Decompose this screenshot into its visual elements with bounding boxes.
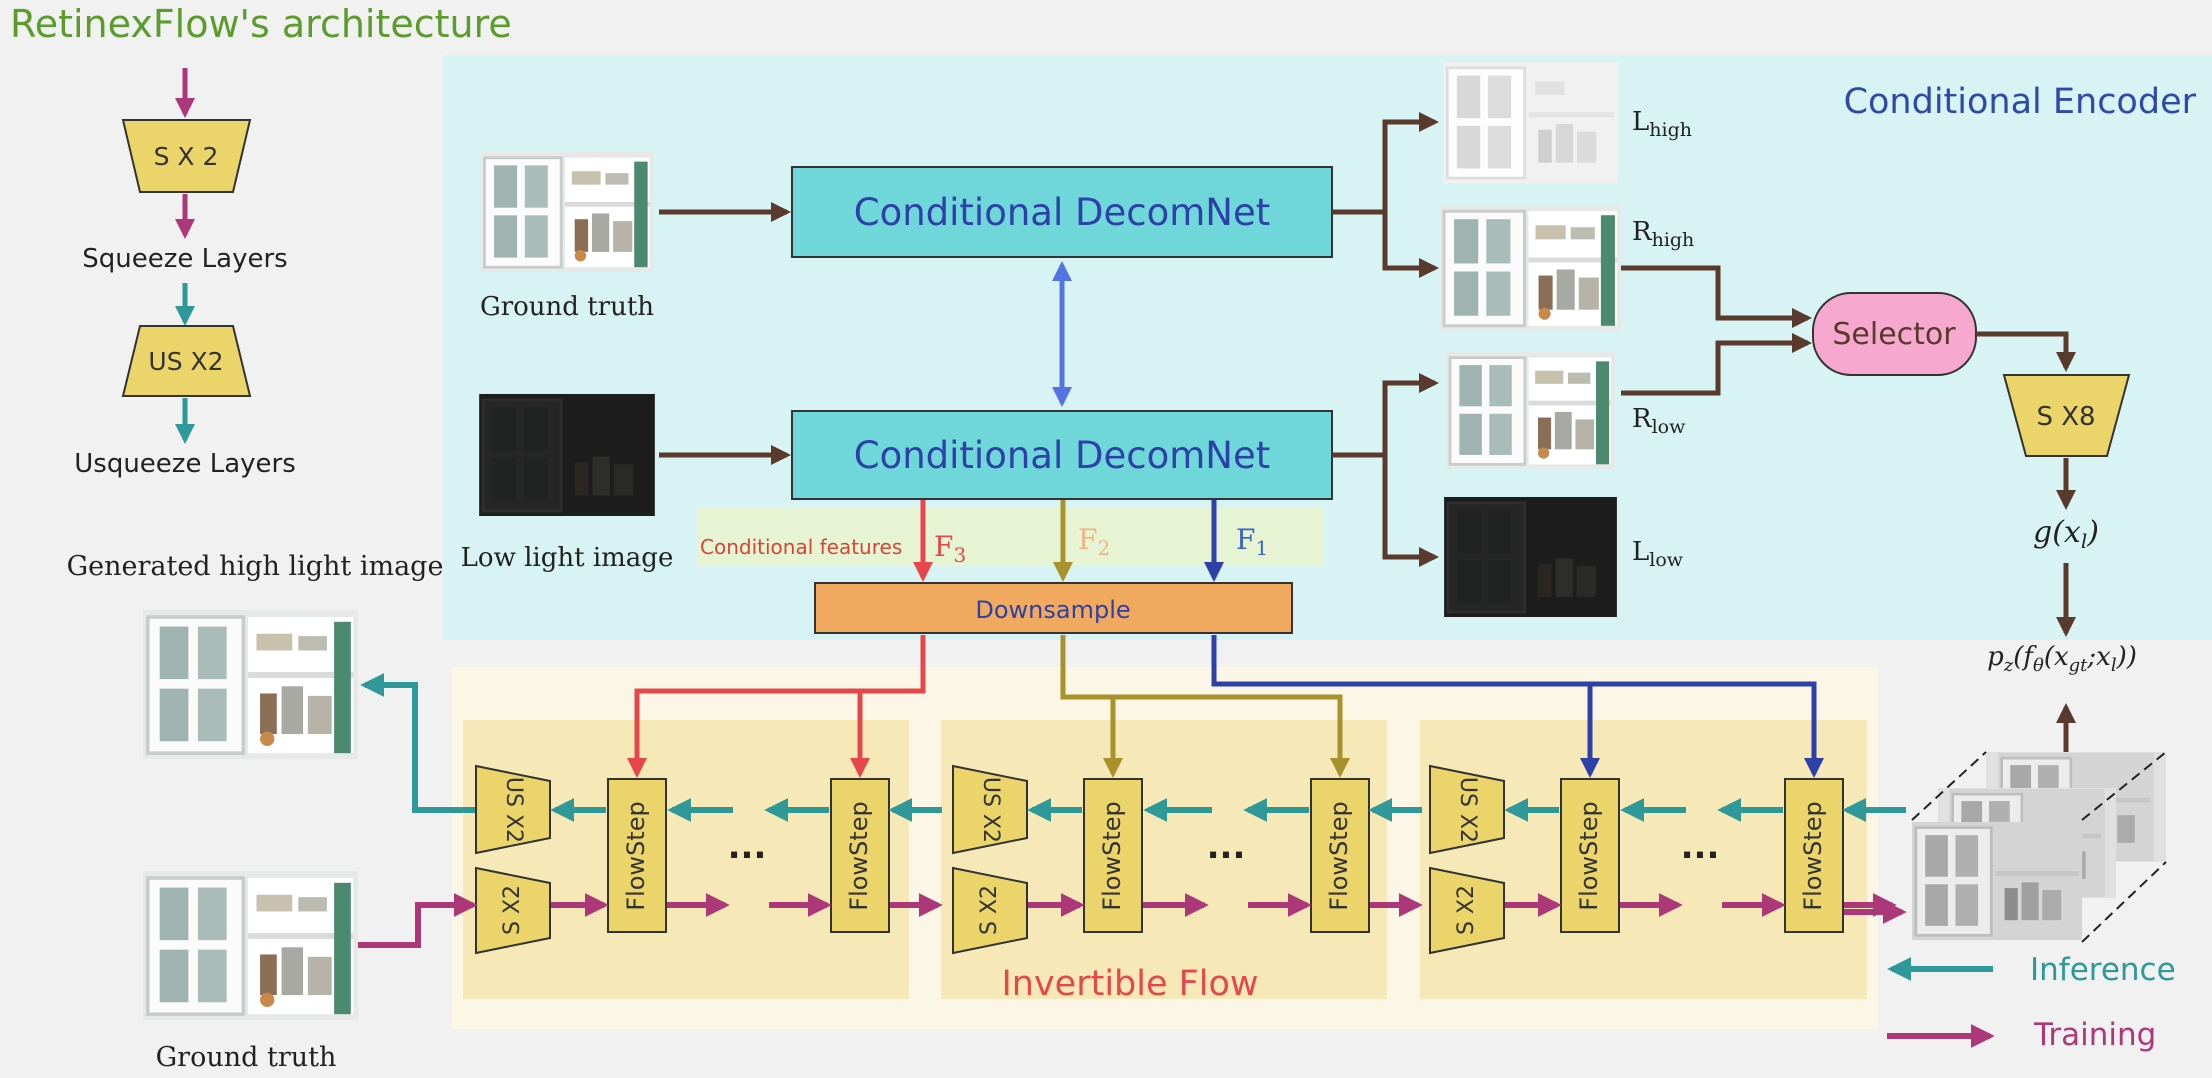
- flowstep-box: FlowStep: [1310, 778, 1370, 933]
- flowstep-label: FlowStep: [845, 801, 873, 910]
- legend-unsqueeze-box: US X2: [121, 325, 252, 397]
- s-x2-box: S X2: [1429, 866, 1505, 955]
- flowstep-box: FlowStep: [1784, 778, 1844, 933]
- arrow-to-lhigh: [1332, 112, 1439, 215]
- low-light-image: [477, 394, 657, 516]
- ellipsis: ...: [728, 827, 767, 867]
- flowstep-box: FlowStep: [830, 778, 890, 933]
- ground-truth-label: Ground truth: [480, 292, 654, 322]
- legend-squeeze-box-label: S X 2: [154, 142, 219, 171]
- l-high-label: Lhigh: [1632, 107, 1692, 141]
- conditional-features-label: Conditional features: [700, 535, 902, 559]
- left-ground-truth-label: Ground truth: [156, 1042, 337, 1073]
- f2-to-flowstep-4: [1063, 694, 1350, 778]
- us-x2-box: US X2: [475, 764, 551, 855]
- flowstep-label: FlowStep: [1799, 801, 1827, 910]
- flowstep-box: FlowStep: [1560, 778, 1620, 933]
- arrow-to-llow: [1382, 455, 1439, 567]
- flowstep-box: FlowStep: [607, 778, 667, 933]
- decomnet-bottom-label: Conditional DecomNet: [854, 434, 1271, 477]
- l-low-label: Llow: [1632, 537, 1684, 571]
- legend-squeeze-label: Squeeze Layers: [82, 244, 287, 274]
- r-high-label: Rhigh: [1632, 217, 1694, 251]
- downsample-label: Downsample: [975, 596, 1130, 624]
- us-x2-label: US X2: [978, 777, 1003, 843]
- arrow-rhigh-to-selector: [1621, 265, 1812, 328]
- ellipsis: ...: [1207, 827, 1246, 867]
- decomnet-top: Conditional DecomNet: [791, 166, 1333, 258]
- r-high-image: [1440, 204, 1621, 332]
- decomnet-top-label: Conditional DecomNet: [854, 191, 1271, 234]
- legend-unsqueeze-box-label: US X2: [148, 347, 223, 376]
- legend-inference-label: Inference: [2030, 952, 2176, 988]
- sx8-trapezoid: S X8: [2002, 374, 2131, 457]
- latent-stack: [1911, 751, 2167, 943]
- ellipsis: ...: [1681, 827, 1720, 867]
- decomnet-bottom: Conditional DecomNet: [791, 410, 1333, 500]
- legend-training-label: Training: [2033, 1017, 2156, 1053]
- g-xl-label: g(xl): [2033, 515, 2099, 553]
- sx8-label: S X8: [2036, 402, 2095, 432]
- r-low-image: [1444, 352, 1617, 469]
- legend-unsqueeze-label: Usqueeze Layers: [74, 449, 296, 479]
- us-x2-label: US X2: [501, 777, 526, 843]
- us-x2-box: US X2: [1429, 764, 1505, 855]
- latent-image: [1912, 820, 2082, 942]
- flowstep-label: FlowStep: [1325, 801, 1353, 910]
- arrow-to-rlow: [1332, 373, 1439, 458]
- f2-label: F2: [1078, 523, 1110, 560]
- flow-title: Invertible Flow: [1001, 964, 1258, 1004]
- f1-to-flowstep-6: [1211, 635, 1824, 778]
- diagram-title: RetinexFlow's architecture: [10, 2, 512, 46]
- ground-truth-image: [479, 152, 655, 272]
- arrow-from-ground-truth: [358, 893, 478, 948]
- f1-label: F1: [1236, 523, 1268, 560]
- flowstep-label: FlowStep: [1098, 801, 1126, 910]
- conditional-features-strip: [698, 507, 1324, 565]
- s-x2-label: S X2: [500, 885, 525, 935]
- downsample-box: Downsample: [814, 582, 1293, 634]
- f3-to-flowstep-1: [627, 635, 926, 778]
- left-ground-truth-image: [143, 868, 358, 1023]
- flowstep-label: FlowStep: [622, 801, 650, 910]
- s-x2-label: S X2: [977, 885, 1002, 935]
- us-x2-box: US X2: [952, 764, 1028, 855]
- low-light-label: Low light image: [461, 543, 674, 573]
- legend-squeeze-box: S X 2: [121, 119, 252, 193]
- arrow-to-generated: [360, 673, 475, 813]
- f3-label: F3: [934, 530, 966, 567]
- generated-label: Generated high light image: [67, 551, 444, 582]
- selector-box: Selector: [1812, 292, 1977, 376]
- us-x2-label: US X2: [1455, 777, 1480, 843]
- r-low-label: Rlow: [1632, 404, 1686, 438]
- selector-label: Selector: [1832, 317, 1956, 352]
- encoder-title: Conditional Encoder: [1844, 82, 2197, 122]
- flowstep-label: FlowStep: [1575, 801, 1603, 910]
- generated-image: [143, 607, 358, 762]
- s-x2-box: S X2: [475, 866, 551, 955]
- l-low-image: [1442, 497, 1619, 617]
- s-x2-box: S X2: [952, 866, 1028, 955]
- arrow-to-rhigh: [1382, 212, 1439, 278]
- flow-components: US X2 S X2 FlowStep FlowStep... US X2 S X2 Flo…: [475, 764, 1907, 955]
- flowstep-box: FlowStep: [1083, 778, 1143, 933]
- arrow-selector-to-sx8: [1976, 331, 2076, 372]
- l-high-image: [1441, 62, 1620, 183]
- s-x2-label: S X2: [1454, 885, 1479, 935]
- pz-label: pz(fθ(xgt;xl)): [1987, 642, 2137, 676]
- arrow-rlow-to-selector: [1621, 333, 1812, 396]
